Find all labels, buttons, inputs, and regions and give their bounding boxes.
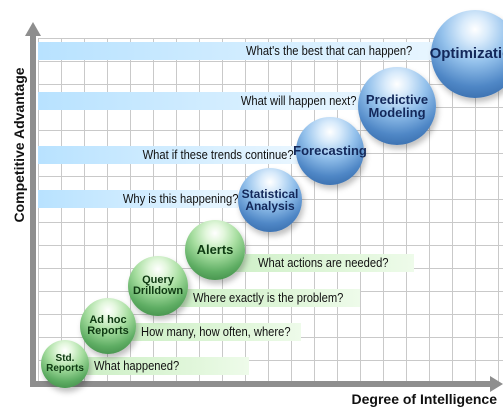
band-query-drilldown bbox=[170, 289, 360, 307]
x-axis-label: Degree of Intelligence bbox=[351, 391, 497, 407]
question-query-drilldown: Where exactly is the problem? bbox=[193, 290, 344, 305]
question-optimization: What's the best that can happen? bbox=[245, 43, 412, 58]
sphere-alerts: Alerts bbox=[185, 220, 245, 280]
sphere-forecasting: Forecasting bbox=[293, 117, 367, 185]
band-ad-hoc-reports bbox=[126, 323, 301, 341]
sphere-label-std-reports: Std.Reports bbox=[46, 352, 84, 374]
sphere-label-line: Std. bbox=[55, 352, 75, 364]
sphere-label-forecasting: Forecasting bbox=[293, 143, 367, 159]
sphere-std-reports: Std.Reports bbox=[41, 340, 89, 388]
sphere-label-line: Ad hoc bbox=[89, 313, 127, 326]
sphere-optimization: Optimization bbox=[429, 10, 503, 98]
question-std-reports: What happened? bbox=[94, 358, 180, 373]
question-statistical-analysis: Why is this happening? bbox=[122, 191, 238, 206]
sphere-label-line: Optimization bbox=[429, 45, 503, 63]
band-predictive-modeling bbox=[38, 92, 378, 110]
sphere-label-line: Forecasting bbox=[293, 143, 367, 159]
sphere-label-line: Predictive bbox=[365, 91, 429, 107]
sphere-label-line: Query bbox=[142, 273, 174, 286]
sphere-label-line: Reports bbox=[46, 363, 84, 374]
band-alerts bbox=[214, 254, 414, 272]
band-optimization bbox=[38, 42, 448, 60]
band-forecasting bbox=[38, 146, 300, 164]
x-axis-line bbox=[30, 381, 492, 387]
question-predictive-modeling: What will happen next? bbox=[240, 93, 356, 108]
sphere-label-line: Alerts bbox=[196, 242, 234, 258]
y-axis-arrowhead bbox=[25, 22, 41, 36]
x-axis-arrowhead bbox=[490, 376, 503, 392]
band-statistical-analysis bbox=[38, 190, 238, 208]
sphere-label-line: Modeling bbox=[368, 105, 426, 120]
question-alerts: What actions are needed? bbox=[258, 255, 389, 270]
sphere-label-optimization: Optimization bbox=[429, 45, 503, 63]
sphere-label-line: Reports bbox=[87, 325, 129, 337]
y-axis-line bbox=[30, 34, 36, 386]
y-axis-label: Competitive Advantage bbox=[11, 67, 27, 223]
sphere-label-line: Analysis bbox=[245, 199, 295, 213]
question-ad-hoc-reports: How many, how often, where? bbox=[141, 324, 291, 339]
sphere-label-line: Drilldown bbox=[132, 285, 184, 297]
sphere-label-alerts: Alerts bbox=[196, 242, 234, 258]
band-std-reports bbox=[84, 357, 249, 375]
sphere-label-line: Statistical bbox=[241, 186, 299, 201]
question-forecasting: What if these trends continue? bbox=[142, 147, 294, 162]
